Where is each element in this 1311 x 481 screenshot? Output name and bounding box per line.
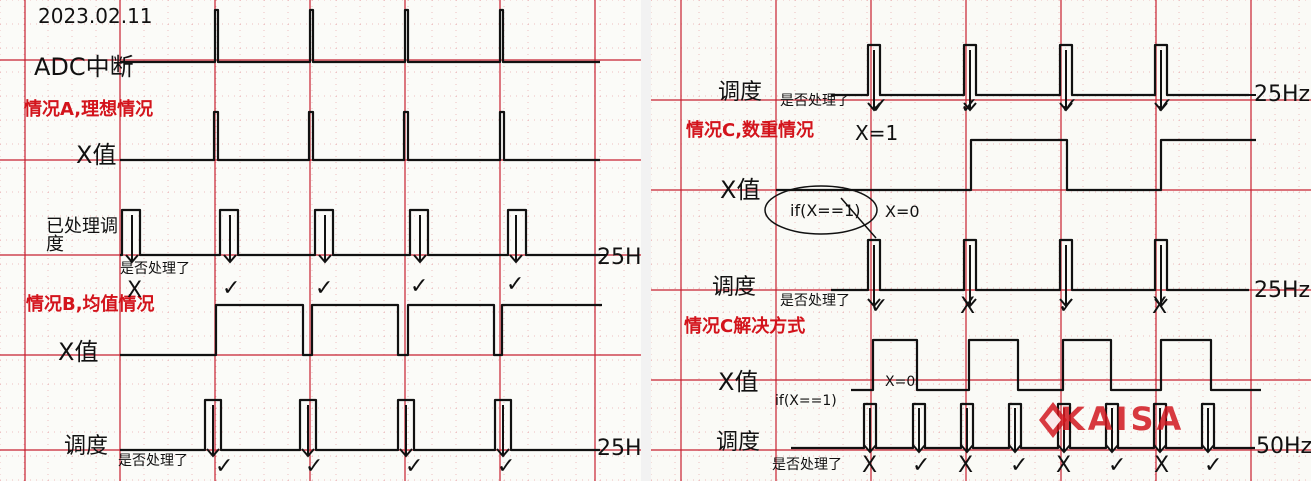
mark-c1-3: ✓ (1060, 96, 1078, 118)
schedule-label-c2: 调度 (712, 277, 756, 299)
mark-d-8: ✓ (1204, 455, 1222, 477)
processed-schedule-label: 已处理调度 (46, 218, 126, 254)
watermark-text: KAISA (1060, 400, 1184, 438)
mark-c2-3: ✓ (1058, 296, 1076, 318)
x-value-label-a: X值 (76, 143, 116, 167)
x-zero-d: X=0 (885, 375, 915, 389)
mark-a-2: ✓ (222, 278, 240, 300)
waveform-schedule-c2 (831, 240, 1249, 290)
schedule-label-c1: 调度 (718, 82, 762, 104)
mark-b-4: ✓ (497, 456, 515, 478)
date-text: 2023.02.11 (38, 6, 153, 26)
condition-d: if(X==1) (775, 394, 837, 408)
mark-a-5: ✓ (506, 274, 524, 296)
mark-d-3: X (958, 455, 973, 477)
mark-b-3: ✓ (405, 456, 423, 478)
freq-label-d: 50Hz (1256, 436, 1311, 458)
mark-c1-2: ✓ (960, 96, 978, 118)
processed-question-a: 是否处理了 (120, 262, 190, 276)
schedule-label-b: 调度 (64, 436, 108, 458)
processed-question-c2: 是否处理了 (780, 294, 850, 308)
adc-interrupt-label: ADC中断 (34, 55, 134, 79)
mark-a-3: ✓ (315, 278, 333, 300)
freq-label-c1: 25Hz (1254, 84, 1310, 106)
freq-label-b: 25Hz (597, 438, 641, 460)
case-c-solution-title: 情况C解决方式 (684, 318, 805, 336)
mark-c1-4: ✓ (1155, 96, 1173, 118)
processed-question-c1: 是否处理了 (780, 94, 850, 108)
x-zero-c: X=0 (885, 204, 920, 220)
x-value-label-d: X值 (718, 370, 758, 394)
mark-c2-2: X (960, 296, 975, 318)
mark-a-1: X (127, 280, 142, 302)
condition-c: if(X==1) (790, 203, 861, 219)
processed-question-b: 是否处理了 (118, 454, 188, 468)
x-value-label-b: X值 (58, 340, 98, 364)
mark-d-6: ✓ (1108, 455, 1126, 477)
x-equals-one: X=1 (855, 123, 898, 143)
waveform-schedule-b (120, 400, 600, 450)
freq-label-c2: 25Hz (1254, 280, 1310, 302)
mark-c1-1: ✓ (870, 96, 888, 118)
case-c-title: 情况C,数重情况 (686, 122, 814, 140)
mark-a-4: ✓ (410, 276, 428, 298)
mark-d-1: X (862, 455, 877, 477)
mark-c2-4: X (1152, 296, 1167, 318)
case-a-title: 情况A,理想情况 (24, 101, 153, 119)
processed-question-d: 是否处理了 (772, 458, 842, 472)
mark-b-2: ✓ (305, 456, 323, 478)
freq-label-a: 25Hz (597, 247, 641, 269)
mark-d-4: ✓ (1010, 455, 1028, 477)
mark-c2-1: ✓ (870, 296, 888, 318)
schedule-label-d: 调度 (716, 432, 760, 454)
waveform-x-value-a (120, 112, 600, 160)
mark-d-7: X (1154, 455, 1169, 477)
mark-d-2: ✓ (912, 455, 930, 477)
notebook-page-left: 2023.02.11 ADC中断 情况A,理想情况 X值 已处理调度 25Hz … (0, 0, 641, 481)
x-value-label-c: X值 (720, 178, 760, 202)
waveform-x-value-c (776, 140, 1256, 190)
waveform-schedule-c1 (831, 45, 1249, 95)
waveform-x-value-b (120, 305, 602, 355)
mark-d-5: X (1056, 455, 1071, 477)
mark-b-1: ✓ (215, 456, 233, 478)
page-gap (641, 0, 651, 481)
